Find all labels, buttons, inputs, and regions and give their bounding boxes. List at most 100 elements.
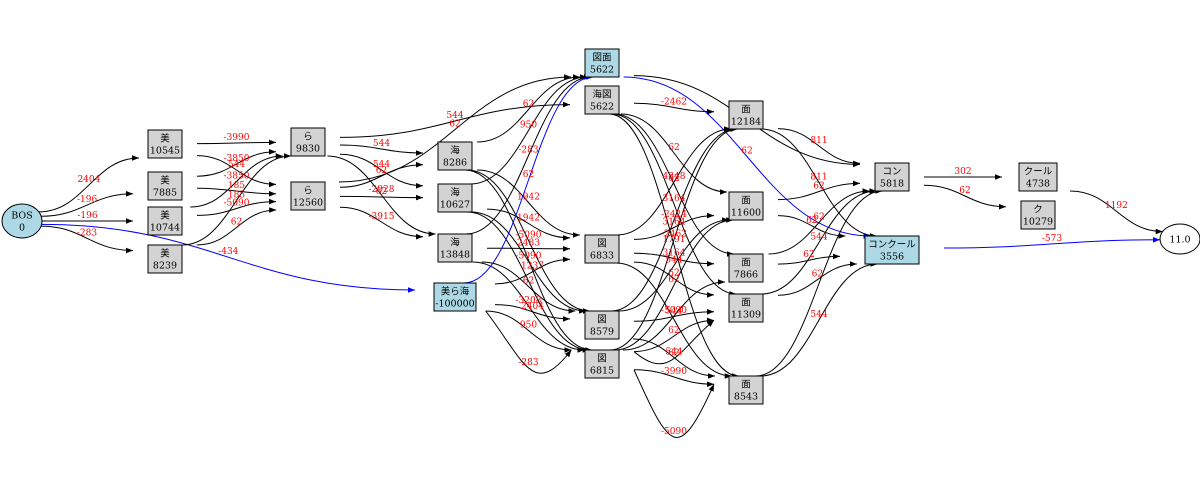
node-surface: 面	[741, 196, 751, 207]
edge-label: 62	[523, 170, 534, 180]
edge-label: 62	[813, 182, 824, 192]
node-shape	[864, 235, 920, 265]
node-cost: 9830	[296, 144, 320, 155]
node-shape	[584, 48, 620, 78]
node-cost: 8239	[153, 261, 177, 272]
node-cost: -100000	[435, 299, 474, 310]
node-shape	[728, 191, 764, 221]
edge-label: 3164	[663, 194, 686, 204]
edge-label: -2928	[369, 185, 395, 195]
node-cost: 6815	[590, 366, 614, 377]
edge-label: 62	[376, 166, 387, 176]
edge-f4-kk	[777, 261, 857, 296]
edge-f2-kk	[777, 215, 846, 239]
edge-label: 62	[231, 218, 242, 228]
node-surface: コン	[882, 167, 901, 178]
node-shape	[290, 181, 326, 211]
node-shape	[1159, 223, 1200, 255]
edge-r1-u1	[339, 144, 424, 156]
edge-r2-zm1	[338, 74, 572, 183]
edge-label: -573	[1042, 234, 1062, 244]
edge-label: -283	[518, 146, 538, 156]
edge-label: 1942	[517, 193, 540, 203]
edge-mru-zm1-best	[463, 74, 594, 284]
edge-u1-z2	[467, 169, 590, 314]
node-shape	[584, 234, 620, 264]
edge-r1-u2	[339, 153, 424, 189]
edge-z3-f5	[633, 369, 715, 438]
node-cost: 5622	[590, 102, 614, 113]
edge-r1-u3	[327, 155, 436, 237]
edge-label: -196	[77, 211, 97, 221]
edge-z2-f2	[618, 217, 730, 312]
edge-labels-layer: 2404-196-196-283-434-3990544-3850185-385…	[77, 98, 1128, 438]
node-cost: 10627	[440, 200, 470, 211]
edge-z2-f1	[611, 126, 737, 312]
edge-z1-f2	[633, 212, 715, 240]
node-cost: 0	[19, 223, 25, 234]
edge-label: 950	[520, 321, 537, 331]
node-surface: 面	[741, 258, 751, 269]
edge-mru-z3	[485, 310, 572, 374]
node-surface: 海図	[592, 89, 611, 101]
edge-label: 544	[373, 160, 390, 170]
edge-bos-mru-best	[41, 223, 416, 293]
edge-kz-f2	[620, 113, 728, 195]
node-shape	[874, 162, 910, 192]
node-shape	[147, 129, 183, 159]
edge-f4-kon	[761, 188, 877, 295]
edge-label: 950	[520, 121, 537, 131]
edge-label: 544	[446, 111, 463, 121]
edge-kon-ku	[923, 184, 1007, 210]
edge-label: -5090	[661, 427, 687, 437]
edge-label: 62	[668, 349, 679, 359]
edge-label: 3164	[663, 218, 686, 228]
edge-label: 62	[959, 186, 970, 196]
node-shape	[1020, 200, 1056, 230]
node-shape	[728, 293, 764, 323]
edge-label: -434	[218, 247, 238, 257]
edge-m2-r1	[196, 149, 277, 177]
edge-m4-r2	[196, 207, 277, 246]
node-shape	[1, 203, 43, 239]
edge-label: -2462	[661, 98, 687, 108]
edge-label: 62	[803, 250, 814, 260]
edge-f3-kon	[768, 188, 870, 255]
node-surface: 美	[160, 175, 170, 187]
edge-z1-f4	[633, 261, 715, 298]
edge-label: 62	[668, 326, 679, 336]
edge-z1-f3	[633, 252, 715, 267]
edge-z3-f2	[614, 217, 734, 351]
edge-u1-z1	[477, 169, 580, 238]
edge-label: 1192	[1105, 201, 1128, 211]
node-surface: 海	[450, 145, 460, 157]
node-surface: ら	[303, 132, 313, 143]
node-surface: 美	[160, 133, 170, 145]
edge-bos-m2	[41, 191, 134, 217]
edge-m2-r2	[196, 187, 277, 197]
node-cost: 8286	[443, 158, 467, 169]
edge-label: 2483	[517, 239, 540, 249]
edge-label: 62	[813, 213, 824, 223]
edge-u1-zm1	[477, 74, 580, 143]
node-surface: 美	[160, 248, 170, 260]
edge-z3-f5	[633, 369, 715, 387]
edge-label: 3164	[663, 249, 686, 259]
edge-m3-r2	[196, 198, 277, 216]
edge-r2-u2	[339, 194, 424, 201]
node-surface: 海	[450, 237, 460, 249]
edge-label: 62	[668, 275, 679, 285]
edge-label: -5090	[516, 252, 542, 262]
edge-label: 544	[373, 139, 390, 149]
node-surface: BOS	[11, 211, 32, 222]
edge-z3-f4	[633, 320, 715, 365]
